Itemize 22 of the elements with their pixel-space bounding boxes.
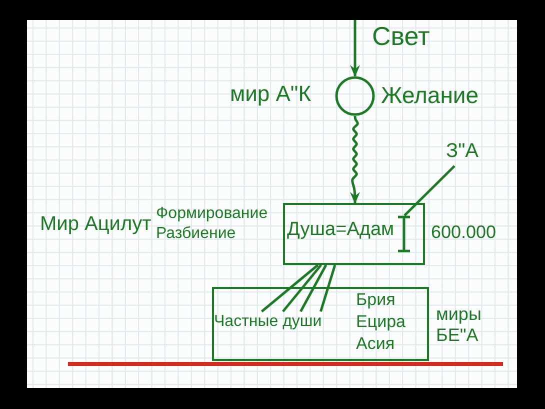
callout-label: З"А bbox=[446, 140, 480, 166]
side-label: миры БЕ"А bbox=[436, 304, 482, 346]
circle-node bbox=[335, 76, 375, 116]
leader-line bbox=[404, 165, 456, 216]
side-label: мир А"К bbox=[230, 82, 312, 106]
node-label: Частные души bbox=[214, 311, 332, 335]
wavy-arrow bbox=[350, 115, 360, 204]
side-label: Мир Ацилут bbox=[40, 213, 152, 235]
arrow bbox=[350, 20, 360, 77]
process-box bbox=[212, 287, 429, 361]
edge-label: Свет bbox=[372, 22, 430, 51]
box-text: Брия Ецира Асия bbox=[356, 289, 406, 355]
connector-line bbox=[260, 264, 319, 312]
side-label: Желание bbox=[381, 83, 479, 108]
connector-line bbox=[300, 264, 328, 312]
box-text: Душа=Адам bbox=[287, 220, 394, 241]
connector-line bbox=[320, 264, 336, 312]
side-label: Формирование Разбиение bbox=[156, 204, 268, 244]
process-box bbox=[283, 203, 425, 265]
side-label: 600.000 bbox=[431, 223, 496, 243]
bar-symbol bbox=[397, 215, 411, 253]
connector-line bbox=[282, 264, 322, 312]
